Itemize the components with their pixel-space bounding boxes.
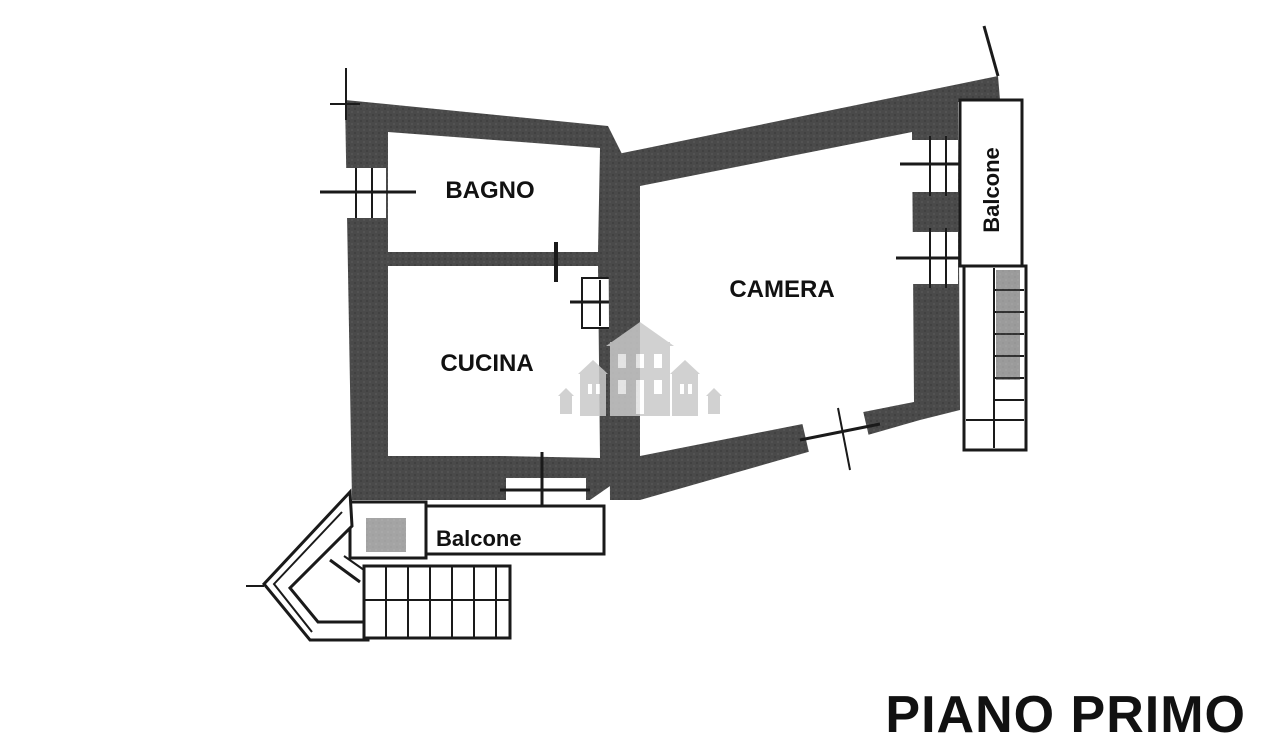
window-cucina-balcone	[500, 452, 590, 530]
camera-room	[640, 132, 914, 456]
stair-bottom	[362, 564, 512, 640]
window-camera-upper	[900, 136, 970, 196]
balcone-right-label: Balcone	[979, 147, 1004, 233]
bagno-cucina-partition	[388, 252, 530, 266]
right-block	[608, 25, 1000, 500]
camera-label: CAMERA	[729, 276, 834, 303]
building-watermark-icon	[558, 322, 722, 416]
cucina-label: CUCINA	[440, 350, 533, 377]
bagno-label: BAGNO	[445, 177, 534, 204]
stair-diagonal-outline	[262, 488, 370, 642]
balcone-bottom-label: Balcone	[436, 526, 522, 551]
window-camera-lower	[896, 228, 970, 288]
window-camera-bottom	[799, 407, 881, 471]
bagno-room	[388, 132, 600, 252]
property-line	[982, 25, 1000, 77]
cucina-room	[388, 266, 600, 458]
stair-right-fill	[996, 270, 1020, 380]
stair-bottom-treads	[364, 566, 510, 638]
balcone-bottom: Balcone	[246, 488, 606, 642]
floor-title: PIANO PRIMO	[885, 686, 1246, 744]
left-block	[320, 68, 660, 530]
balcone-right: Balcone	[958, 98, 1028, 452]
window-bagno	[320, 68, 416, 218]
